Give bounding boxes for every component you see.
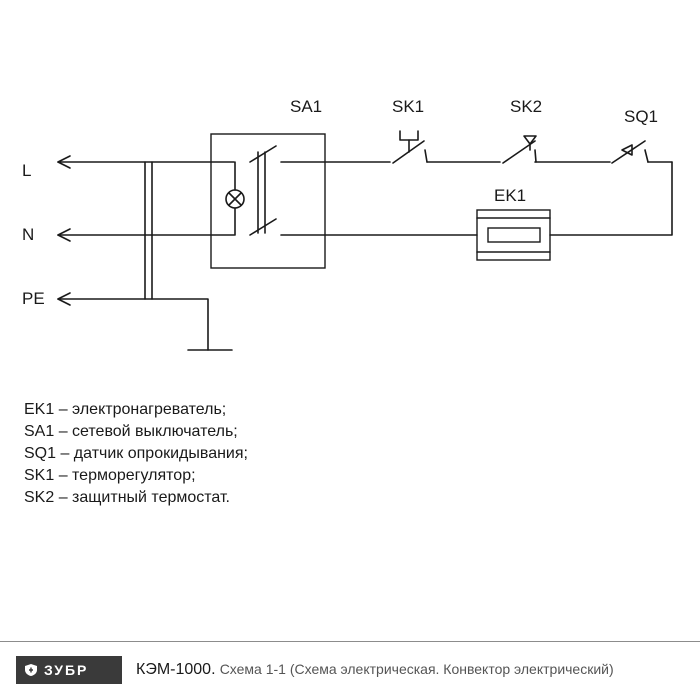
terminal-label-l: L <box>22 161 31 180</box>
ek1-heater <box>476 209 551 261</box>
circuit-schematic: L N PE <box>22 97 673 351</box>
line-l <box>57 155 235 169</box>
bus-bars <box>144 161 153 300</box>
terminal-label-pe: PE <box>22 289 45 308</box>
legend-item-sq1: SQ1 – датчик опрокидывания; <box>24 445 248 462</box>
sk2-thermostat <box>502 135 537 164</box>
brand-name: ЗУБР <box>44 662 89 678</box>
return-wire <box>549 161 673 236</box>
component-legend: EK1 – электронагреватель; SA1 – сетевой … <box>24 399 248 509</box>
model-name: КЭМ-1000. <box>136 661 216 678</box>
terminal-label-n: N <box>22 225 34 244</box>
legend-item-ek1: EK1 – электронагреватель; <box>24 401 227 418</box>
brand-logo: ЗУБР <box>16 656 122 684</box>
component-label-sk1: SK1 <box>392 97 424 116</box>
sa1-switch <box>210 133 326 269</box>
legend-item-sk1: SK1 – терморегулятор; <box>24 467 196 484</box>
component-label-sk2: SK2 <box>510 97 542 116</box>
legend-item-sa1: SA1 – сетевой выключатель; <box>24 423 238 440</box>
component-label-sq1: SQ1 <box>624 107 658 126</box>
footer-divider <box>0 641 700 642</box>
line-pe <box>57 292 209 351</box>
shield-icon <box>25 664 37 676</box>
sk1-thermostat <box>392 130 428 164</box>
diagram-title: Схема 1-1 (Схема электрическая. Конвекто… <box>219 661 614 677</box>
component-label-sa1: SA1 <box>290 97 322 116</box>
line-n <box>57 228 235 242</box>
sq1-tilt-sensor <box>611 140 649 164</box>
footer-caption: КЭМ-1000. Схема 1-1 (Схема электрическая… <box>136 659 614 680</box>
legend-item-sk2: SK2 – защитный термостат. <box>24 489 230 506</box>
component-label-ek1: EK1 <box>494 186 526 205</box>
